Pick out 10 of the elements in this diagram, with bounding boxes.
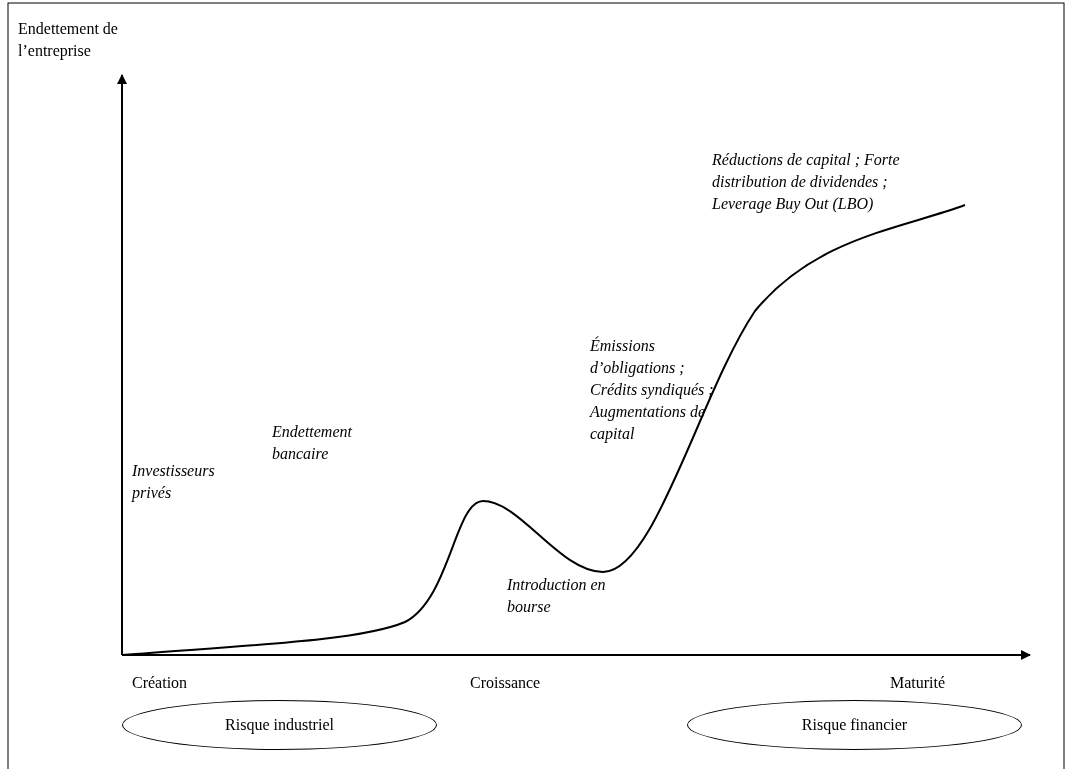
risk-label: Risque industriel [225, 716, 334, 734]
stage-label: Croissance [470, 673, 542, 693]
annotation: Réductions de capital ; Forte distribution de dividendes ; Leverage Buy Out (LBO) [712, 150, 901, 215]
stage-label: Création [132, 673, 189, 693]
annotation: Introduction en bourse [507, 575, 607, 617]
axis-title: Endettement de l’entreprise [18, 19, 119, 62]
stage-label: Maturité [890, 673, 947, 693]
risk-label: Risque financier [801, 716, 908, 734]
annotation: Endettement bancaire [272, 422, 353, 464]
annotation: Investisseurs privés [132, 461, 216, 504]
